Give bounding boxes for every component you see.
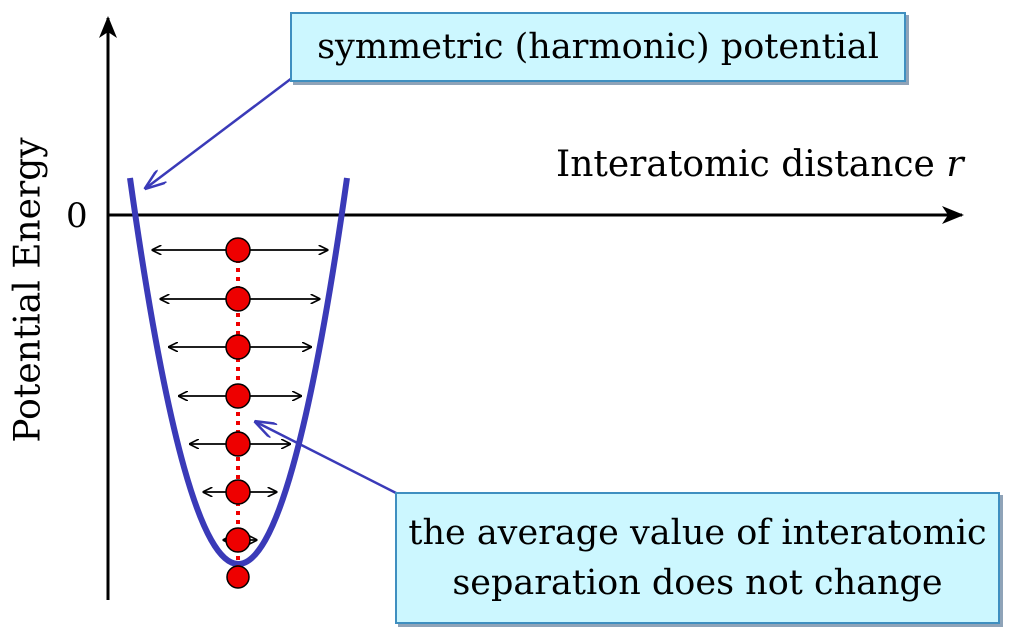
atom-marker <box>226 565 250 589</box>
atom-marker <box>225 334 251 360</box>
zero-label: 0 <box>66 196 88 236</box>
bottom-callout-pointer <box>256 422 399 496</box>
x-axis-label-text: Interatomic distance <box>556 144 935 185</box>
atom-marker <box>225 479 251 505</box>
atom-marker <box>225 527 251 553</box>
atom-marker <box>225 237 251 263</box>
x-axis-label: Interatomic distance r <box>556 144 964 185</box>
y-axis-label: Potential Energy <box>7 137 49 443</box>
callout-top-text: symmetric (harmonic) potential <box>317 27 879 67</box>
callout-bottom-line2: separation does not change <box>452 563 943 603</box>
atom-marker <box>225 286 251 312</box>
callout-bottom-line1: the average value of interatomic <box>408 513 987 553</box>
average-separation-callout: the average value of interatomic separat… <box>395 492 1000 624</box>
vibration-levels <box>153 237 328 589</box>
x-axis-variable: r <box>946 144 964 185</box>
atom-marker <box>225 431 251 457</box>
top-callout-pointer <box>146 77 293 188</box>
potential-curve <box>127 177 350 567</box>
harmonic-potential-callout: symmetric (harmonic) potential <box>290 12 906 82</box>
atom-marker <box>225 383 251 409</box>
